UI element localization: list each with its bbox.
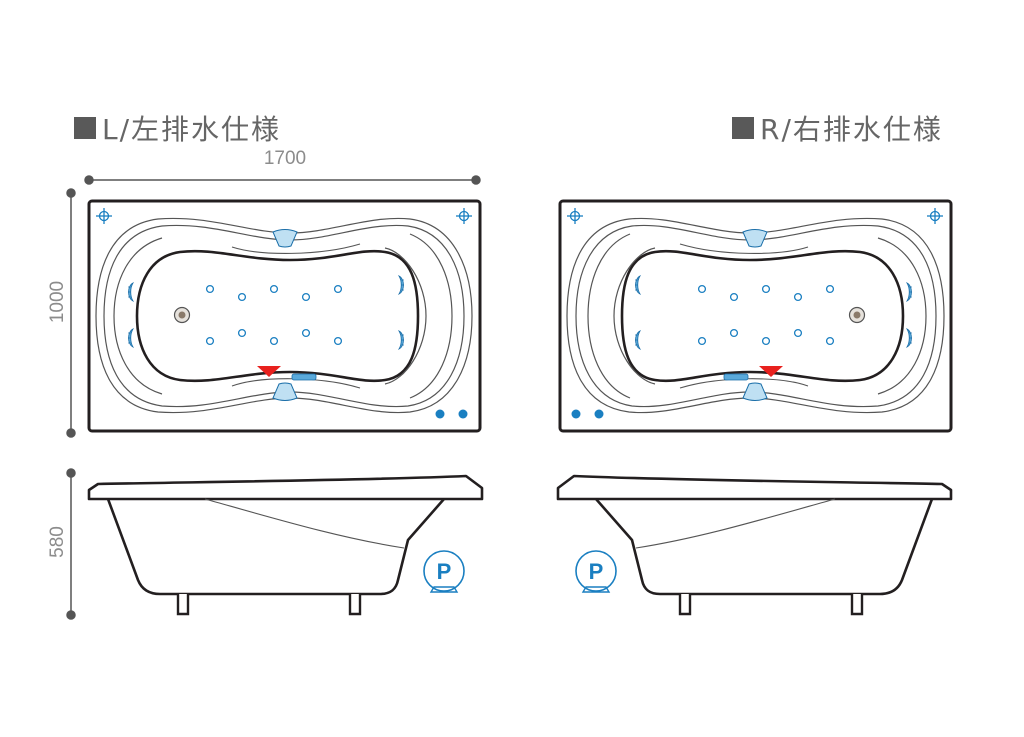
title-right-text: R/右排水仕様 <box>760 113 943 146</box>
title-square-icon <box>74 117 96 139</box>
side-view-right: P <box>556 474 953 616</box>
top-view-right <box>558 199 953 433</box>
pump-icon-left-letter: P <box>437 559 452 584</box>
top-view-left <box>87 199 482 433</box>
title-left-text: L/左排水仕様 <box>102 113 282 146</box>
pump-icon-right-letter: P <box>589 559 604 584</box>
dimension-width-label: 1700 <box>263 148 307 169</box>
title-left-drain: L/左排水仕様 <box>74 108 281 148</box>
title-right-drain: R/右排水仕様 <box>732 108 943 148</box>
side-view-left: P <box>87 474 484 616</box>
title-square-icon <box>732 117 754 139</box>
dimension-lines <box>66 175 481 620</box>
